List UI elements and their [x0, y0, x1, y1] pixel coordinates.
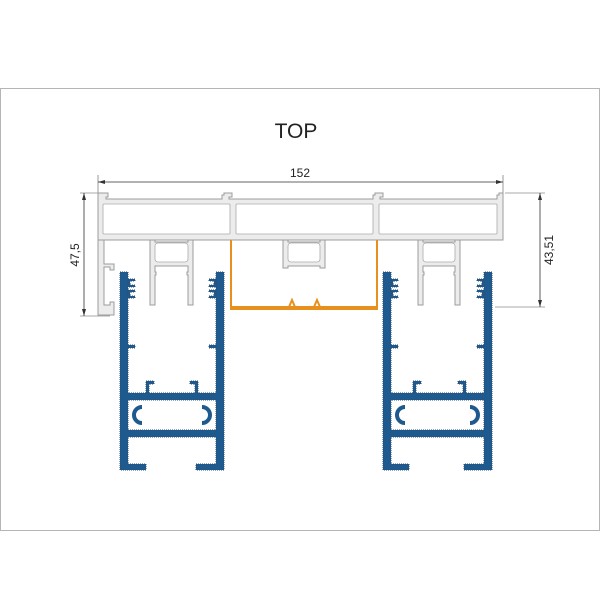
track-profile-left [119, 271, 225, 471]
right-height-label: 43,51 [542, 235, 556, 265]
drawing-title: TOP [275, 120, 318, 143]
frame-mullion [149, 239, 194, 306]
frame-profile [97, 192, 504, 316]
left-height-dimension: 47,5 [68, 192, 110, 317]
frame-mullion [282, 239, 326, 269]
width-dimension-label: 152 [290, 166, 310, 180]
frame-mullion [417, 239, 461, 306]
track-profile-right [382, 271, 493, 471]
right-height-dimension: 43,51 [495, 192, 556, 308]
width-dimension: 152 [97, 166, 504, 195]
center-channel [230, 240, 378, 310]
left-height-label: 47,5 [68, 243, 82, 267]
